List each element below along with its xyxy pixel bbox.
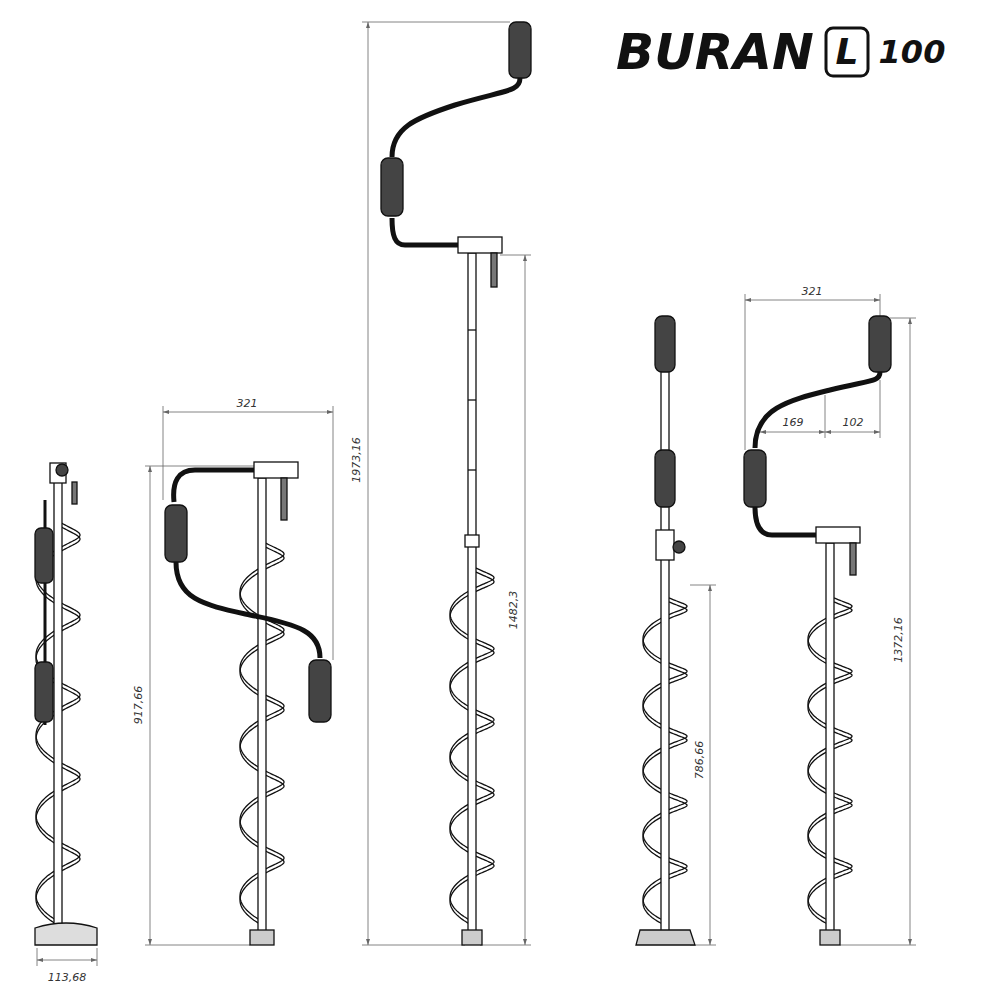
drawing-part [35, 528, 53, 583]
drawing-part [673, 541, 685, 553]
drawing-part [825, 395, 826, 438]
drawing-part [333, 406, 334, 660]
drawing-part [491, 253, 497, 287]
drawing-part [869, 316, 891, 372]
drawing-part [145, 466, 255, 467]
drawing-part [37, 958, 97, 962]
dimension-label: 917,66 [132, 684, 145, 727]
drawing-part [145, 945, 250, 946]
drawing-part [816, 527, 860, 543]
drawing-part [656, 530, 674, 560]
drawing-part [174, 470, 262, 502]
drawing-part [760, 430, 880, 434]
drawing-part [468, 329, 476, 330]
drawing-part [710, 585, 711, 945]
drawing-part [392, 78, 520, 157]
drawing-part [480, 945, 531, 946]
drawing-part [381, 158, 403, 216]
dimension-lines [37, 22, 916, 966]
drawing-part [165, 505, 187, 562]
drawing-part [523, 255, 527, 945]
logo-badge [826, 28, 868, 76]
drawing-part [655, 316, 675, 372]
drawing-part [35, 923, 97, 945]
drawing-part [908, 318, 912, 945]
drawing-part [72, 482, 77, 504]
drawing-part [362, 945, 465, 946]
drawing-part [462, 930, 482, 945]
drawing-part [163, 410, 333, 414]
drawing-part [258, 478, 266, 933]
drawing-part [150, 466, 151, 945]
drawing-part [655, 450, 675, 507]
drawing-part [690, 585, 716, 586]
drawing-part [458, 237, 502, 253]
drawing-part [525, 255, 526, 945]
drawing-part [281, 478, 287, 520]
drawing-part [744, 450, 766, 507]
drawing-part [468, 253, 476, 933]
drawing-part [250, 930, 274, 945]
drawing-part [468, 469, 476, 470]
drawing-part [890, 318, 916, 319]
dimension-label: 321 [235, 397, 260, 410]
drawing-part [37, 960, 97, 961]
drawing-part [366, 22, 370, 945]
drawing-part [880, 294, 881, 318]
drawing-part [465, 535, 479, 547]
drawing-part [163, 412, 333, 413]
drawing-part [468, 399, 476, 400]
drawing-part [56, 464, 68, 476]
drawing-part [826, 543, 834, 933]
drawing-part [745, 300, 880, 301]
dimension-label: 102 [841, 416, 866, 429]
dimension-label: 1372,16 [892, 615, 905, 665]
drawing-part [636, 930, 695, 945]
drawing-part [148, 466, 152, 945]
auger-parts [35, 22, 891, 945]
drawing-part [309, 660, 331, 722]
drawing-part [500, 255, 531, 256]
drawing-part [755, 372, 880, 448]
drawing-part [745, 298, 880, 302]
auger-flights [36, 521, 852, 924]
dimension-label: 786,66 [693, 739, 706, 782]
dimension-arrows [37, 22, 912, 962]
drawing-part [840, 945, 916, 946]
drawing-part [163, 406, 164, 500]
drawing-part [820, 930, 840, 945]
drawing-part [37, 948, 38, 966]
dimension-label: 321 [800, 285, 825, 298]
dimension-label: 169 [781, 416, 806, 429]
drawing-part [509, 22, 531, 78]
drawing-part [54, 480, 62, 930]
drawing-part [708, 585, 712, 945]
drawing-part [254, 462, 298, 478]
logo-letter: L [836, 34, 859, 70]
drawing-part [35, 662, 53, 722]
drawing-part [826, 28, 868, 76]
logo-text: BURAN [616, 27, 814, 77]
drawing-part [97, 948, 98, 966]
dimension-label: 1482,3 [507, 589, 520, 632]
drawing-part [910, 318, 911, 945]
drawing-part [745, 294, 746, 450]
drawing-part [362, 22, 510, 23]
logo-number: 100 [879, 36, 946, 68]
drawing-part [176, 562, 320, 658]
drawing-part [368, 22, 369, 945]
drawing-part [850, 543, 856, 575]
dimension-label: 113,68 [46, 971, 89, 984]
drawing-part [880, 380, 881, 438]
dimension-label: 1973,16 [350, 435, 363, 485]
